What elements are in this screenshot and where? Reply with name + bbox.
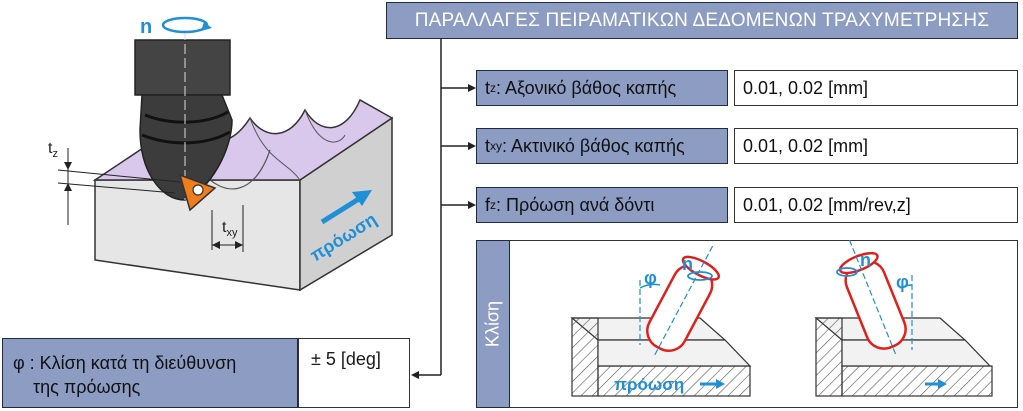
table-title: ΠΑΡΑΛΛΑΓΕΣ ΠΕΙΡΑΜΑΤΙΚΩΝ ΔΕΔΟΜΕΝΩΝ ΤΡΑΧΥΜ… [386, 2, 1018, 39]
phi-label-right: φ [896, 272, 909, 292]
inset-feed-arrow-left [716, 379, 725, 389]
rotation-icon-left [687, 271, 713, 281]
feed-arrow-icon [352, 190, 372, 206]
inset-feed-label: πρόωση [614, 375, 684, 394]
phi-label-left: φ [644, 268, 657, 288]
n-label-left: n [682, 254, 693, 274]
spindle-n-label: n [140, 16, 152, 38]
txy-dimension-label: txy [222, 219, 238, 239]
tilt-param-label: φ : Κλίση κατά τη διεύθυνση της πρόωσης [2, 338, 298, 408]
n-label-right: n [860, 250, 871, 270]
tool-shank [134, 39, 231, 96]
param-value-txy: 0.01, 0.02 [mm] [734, 128, 1018, 164]
param-value-tz: 0.01, 0.02 [mm] [734, 70, 1018, 106]
tilt-side-label: Κλίση [476, 240, 510, 408]
inset-feed-arrow-right [938, 379, 947, 389]
tilt-param-value: ± 5 [deg] [298, 338, 410, 408]
tilt-illustration: φ n πρόωση φ n [570, 240, 993, 397]
insert-screw-icon [192, 184, 204, 196]
milling-illustration: n tz txy πρόωση [48, 16, 394, 292]
param-value-fz: 0.01, 0.02 [mm/rev,z] [734, 187, 1018, 223]
rotation-icon-right [836, 267, 858, 277]
tz-dimension-label: tz [48, 140, 58, 160]
